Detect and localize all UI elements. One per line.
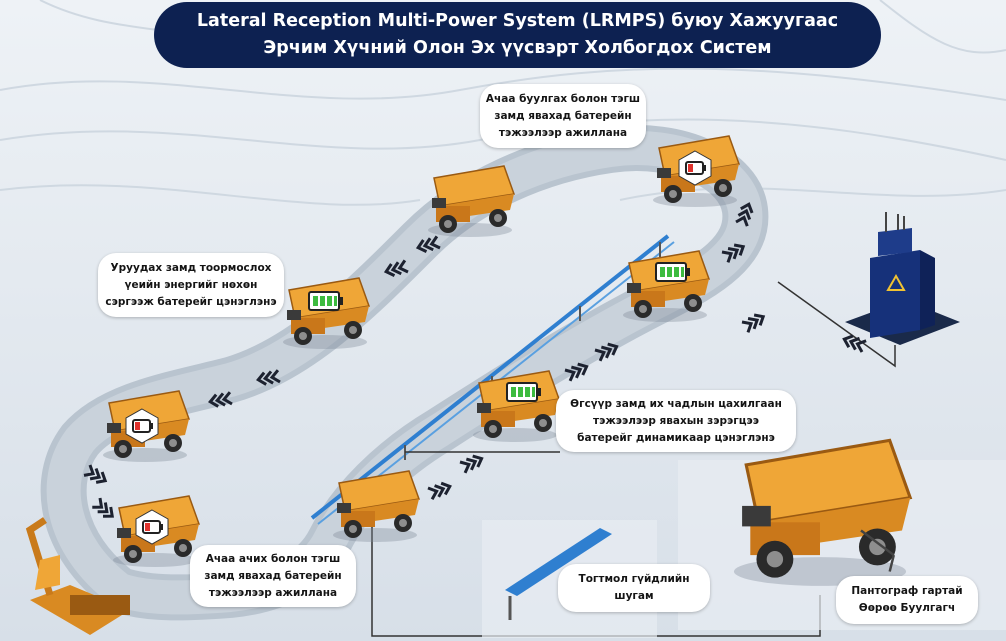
title-line-1: Lateral Reception Multi-Power System (LR… bbox=[196, 11, 839, 31]
excavator-icon bbox=[25, 517, 130, 635]
callout-line: Ачаа буулгах болон тэгш bbox=[485, 92, 641, 105]
callout-line: тэжээлээр ажиллана bbox=[498, 126, 628, 139]
callout-line: замд явахад батерейн bbox=[204, 569, 342, 582]
callout-line: тэжээлээр ажиллана bbox=[208, 586, 338, 599]
callout-trolley-line: Тогтмол гүйдлийн шугам bbox=[558, 564, 710, 612]
callout-line: Өөрөө Буулгагч bbox=[858, 602, 956, 614]
page-title: Lateral Reception Multi-Power System (LR… bbox=[154, 2, 881, 68]
callout-line: Уруудах замд тоормослох bbox=[110, 261, 272, 274]
callout-downhill-regen: Уруудах замд тоормослох үеийн энергийг н… bbox=[98, 253, 284, 317]
callout-loaded-flat: Ачаа буулгах болон тэгш замд явахад бате… bbox=[480, 84, 646, 148]
callout-line: Ачаа ачих болон тэгш bbox=[205, 552, 341, 565]
callout-line: Тогтмол гүйдлийн bbox=[578, 573, 690, 585]
callout-uphill-trolley: Өгсүүр замд их чадлын цахилгаан тэжээлээ… bbox=[556, 390, 796, 452]
substation-tower-icon bbox=[845, 212, 960, 345]
callout-line: замд явахад батерейн bbox=[494, 109, 632, 122]
title-line-2: Эрчим Хүчний Олон Эх үүсвэрт Холбогдох С… bbox=[263, 38, 772, 58]
callout-line: тэжээлээр явахын зэрэгцээ bbox=[593, 414, 759, 427]
callout-line: сэргээж батерейг цэнэглэнэ bbox=[105, 295, 277, 308]
callout-line: Пантограф гартай bbox=[851, 585, 963, 597]
pantograph-dump-truck-icon bbox=[732, 438, 912, 588]
callout-line: шугам bbox=[614, 590, 654, 602]
callout-pantograph-truck: Пантограф гартай Өөрөө Буулгагч bbox=[836, 576, 978, 624]
callout-loading-flat: Ачаа ачих болон тэгш замд явахад батерей… bbox=[190, 545, 356, 607]
callout-line: үеийн энергийг нөхөн bbox=[124, 278, 258, 291]
callout-line: батерейг динамикаар цэнэглэнэ bbox=[577, 431, 775, 444]
callout-line: Өгсүүр замд их чадлын цахилгаан bbox=[570, 397, 782, 410]
